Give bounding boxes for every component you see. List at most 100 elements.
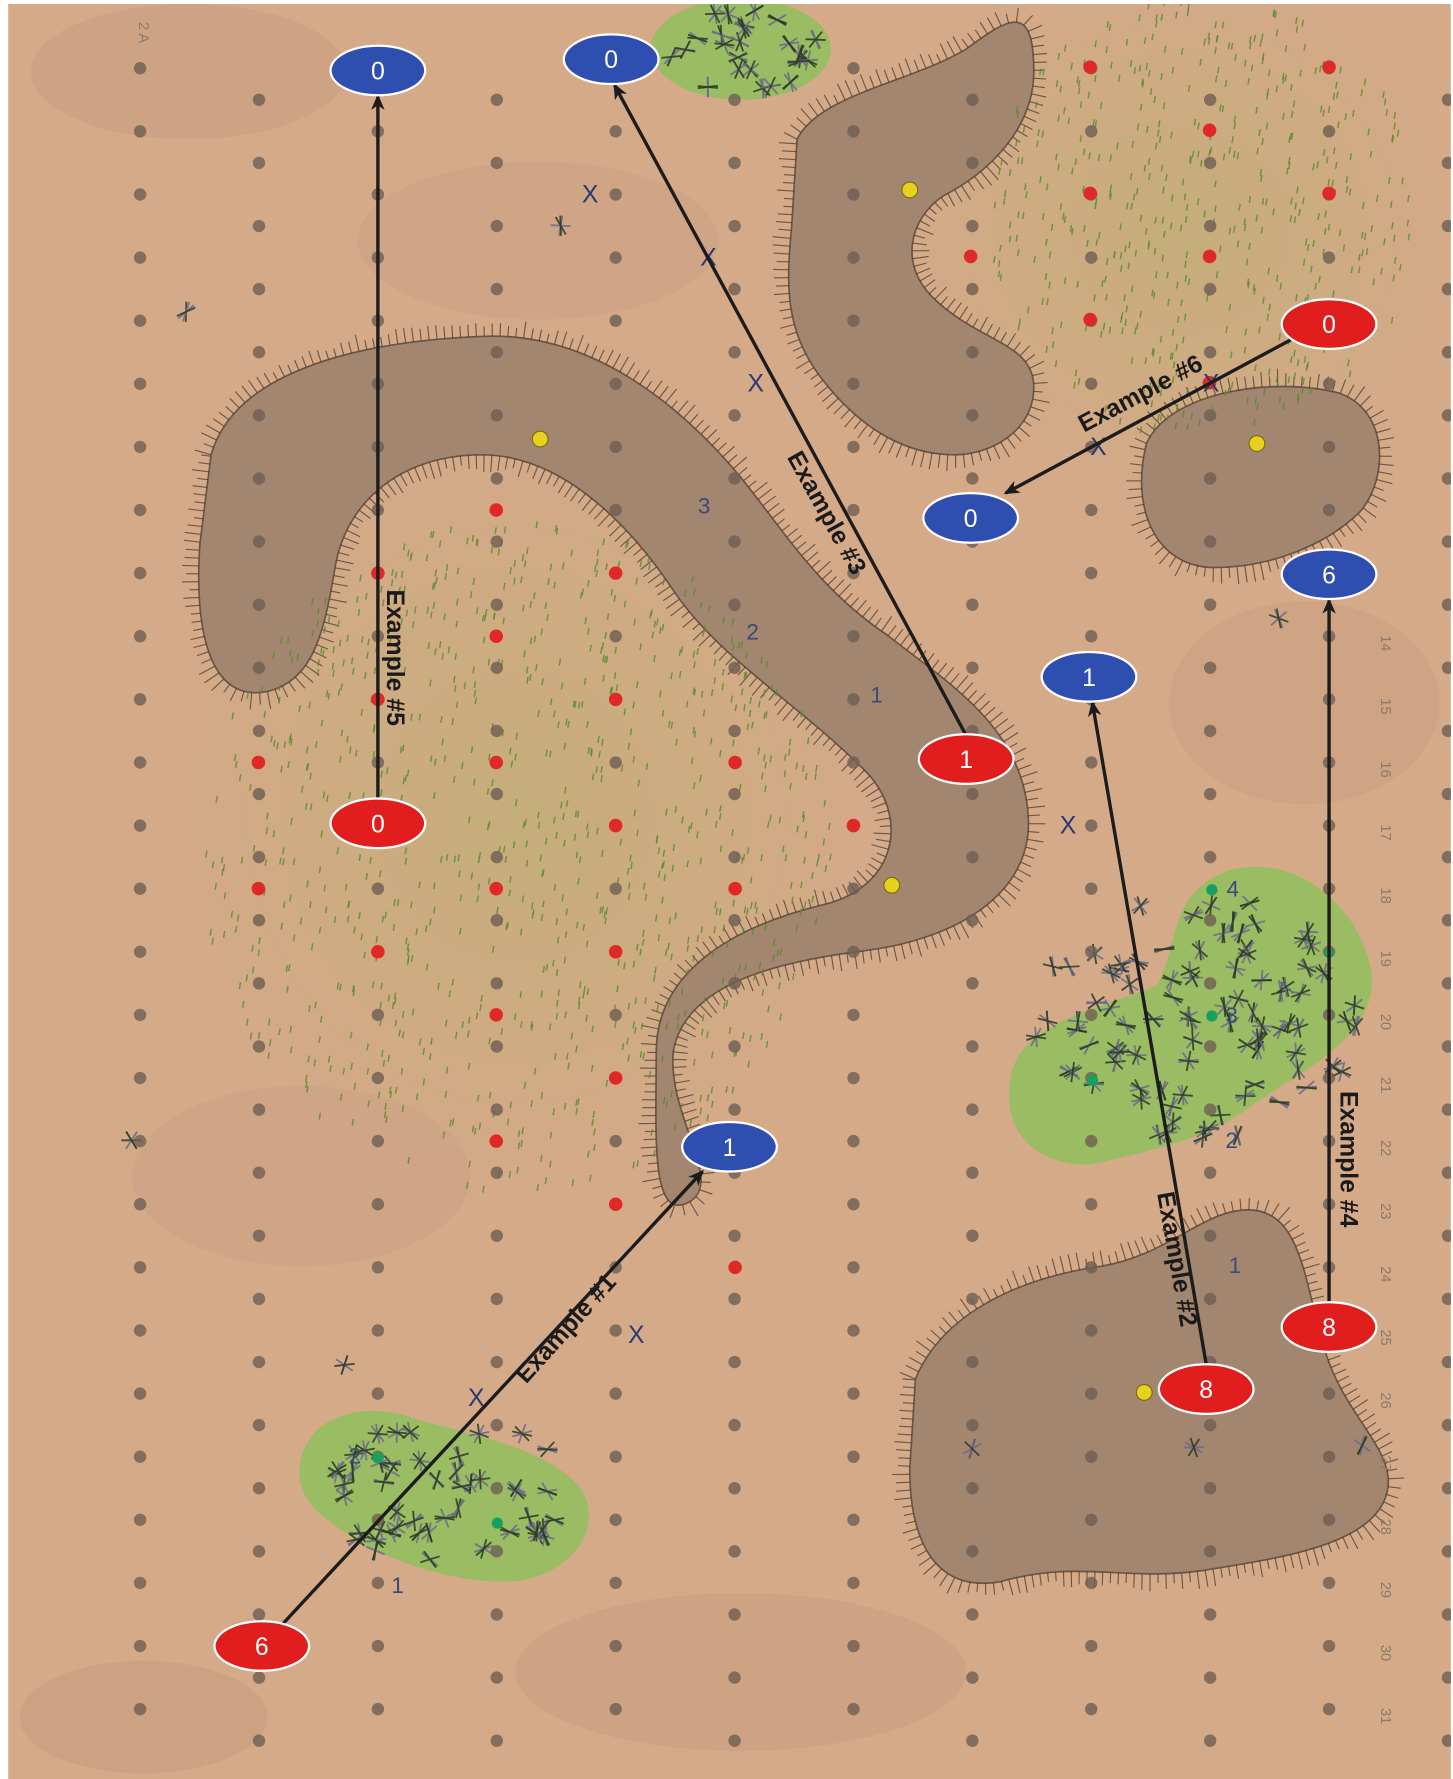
edge-number: 26 — [1377, 1392, 1393, 1408]
hex-dot — [133, 945, 147, 958]
hex-dot — [490, 1418, 503, 1432]
hex-dot — [1441, 156, 1451, 170]
hex-dot — [1322, 1576, 1336, 1590]
hex-dot — [966, 1545, 979, 1558]
hill-level-numbers: 3 2 1 4 3 2 1 2 1 — [349, 493, 1242, 1598]
hex-dot — [490, 409, 503, 422]
unit-value: 0 — [371, 59, 385, 86]
hex-dot — [847, 1702, 860, 1716]
hex-dot — [252, 1418, 266, 1432]
hex-dot — [1203, 787, 1217, 801]
hex-dot — [252, 977, 266, 990]
hex-dot — [847, 1639, 860, 1653]
unit-counter-blue[interactable]: 1 — [681, 1120, 778, 1173]
hex-dot — [1322, 377, 1336, 390]
hex-dot — [1085, 1639, 1098, 1653]
hex-dot — [1203, 850, 1217, 864]
hex-dot — [252, 346, 266, 359]
unit-counter-blue[interactable]: 0 — [329, 44, 427, 97]
hex-dot — [252, 1103, 266, 1116]
unit-value: 8 — [1199, 1377, 1213, 1404]
unit-counter-blue[interactable]: 0 — [922, 491, 1020, 544]
map-corner-label: 2 A — [135, 22, 151, 43]
grass-hex-dot — [608, 818, 623, 833]
x-mark: X — [628, 1322, 645, 1349]
unit-counter-red[interactable]: 1 — [917, 733, 1015, 785]
hex-dot — [1441, 977, 1451, 990]
unit-counter-red[interactable]: 8 — [1157, 1363, 1255, 1415]
hex-dot — [133, 503, 147, 517]
hex-dot — [1203, 1734, 1217, 1747]
hex-dot — [371, 1134, 385, 1148]
hex-dot — [371, 1702, 385, 1716]
hex-dot — [1441, 346, 1451, 359]
unit-counter-blue[interactable]: 6 — [1280, 548, 1378, 601]
hex-dot — [728, 1608, 741, 1621]
hex-dot — [728, 914, 741, 927]
grass-hex-dot — [846, 818, 861, 833]
unit-counter-blue[interactable]: 0 — [562, 33, 660, 86]
hex-dot — [490, 1166, 503, 1179]
hex-dot — [1203, 1166, 1217, 1179]
hex-dot — [133, 440, 147, 454]
edge-number: 18 — [1377, 888, 1393, 904]
yellow-markers — [531, 181, 1266, 1401]
unit-counter-red[interactable]: 0 — [329, 797, 427, 850]
hex-dot — [133, 1071, 147, 1085]
hex-dot — [728, 1418, 741, 1432]
hex-dot — [847, 566, 860, 580]
arrow-example-1 — [280, 1169, 704, 1626]
hex-dot — [1203, 156, 1217, 170]
hex-dot — [1441, 282, 1451, 296]
hex-dot — [728, 156, 741, 170]
hex-dot — [490, 977, 503, 990]
hex-dot — [1085, 251, 1098, 264]
hex-dot — [728, 282, 741, 296]
hex-dot — [1441, 1482, 1451, 1495]
hex-dot — [133, 882, 147, 895]
hex-dot — [609, 503, 622, 517]
unit-value: 0 — [371, 811, 385, 838]
hex-dot — [1322, 251, 1336, 264]
hex-grid — [133, 62, 1451, 1747]
grass-hex-dot — [489, 755, 503, 770]
hex-dot — [728, 472, 741, 485]
hex-dot — [252, 661, 266, 674]
hex-dot — [252, 219, 266, 233]
edge-number: 16 — [1377, 761, 1393, 777]
hex-dot — [1441, 1671, 1451, 1684]
hex-dot — [966, 1671, 979, 1684]
grass-hex-dot — [728, 881, 742, 896]
unit-counter-blue[interactable]: 1 — [1040, 650, 1138, 703]
unit-value: 6 — [1322, 562, 1336, 589]
hex-dot — [133, 314, 147, 327]
unit-value: 0 — [1322, 312, 1336, 339]
hex-dot — [252, 1355, 266, 1369]
hex-dot — [1441, 1418, 1451, 1432]
grass-hex-dot — [728, 1260, 742, 1275]
edge-number: 25 — [1377, 1329, 1393, 1345]
hex-dot — [728, 93, 741, 106]
hex-dot — [728, 1734, 741, 1747]
hex-dot — [609, 630, 622, 643]
hex-dot — [490, 1103, 503, 1116]
hex-dot — [1441, 598, 1451, 611]
unit-counter-red[interactable]: 6 — [213, 1620, 311, 1672]
hex-dot — [252, 1545, 266, 1558]
hex-dot — [1441, 409, 1451, 422]
hex-dot — [133, 1198, 147, 1211]
edge-number: 24 — [1377, 1266, 1393, 1282]
hex-dot — [847, 1134, 860, 1148]
hex-dot — [1203, 472, 1217, 485]
hex-dot — [1441, 1229, 1451, 1242]
hex-dot — [966, 1608, 979, 1621]
unit-counter-red[interactable]: 8 — [1280, 1301, 1378, 1353]
hex-dot — [1441, 472, 1451, 485]
edge-number: 23 — [1377, 1203, 1393, 1219]
hex-dot — [1085, 1134, 1098, 1148]
hex-dot — [133, 1134, 147, 1148]
hex-dot — [1203, 1040, 1217, 1053]
hex-dot — [371, 1261, 385, 1274]
unit-counter-red[interactable]: 0 — [1280, 298, 1378, 350]
